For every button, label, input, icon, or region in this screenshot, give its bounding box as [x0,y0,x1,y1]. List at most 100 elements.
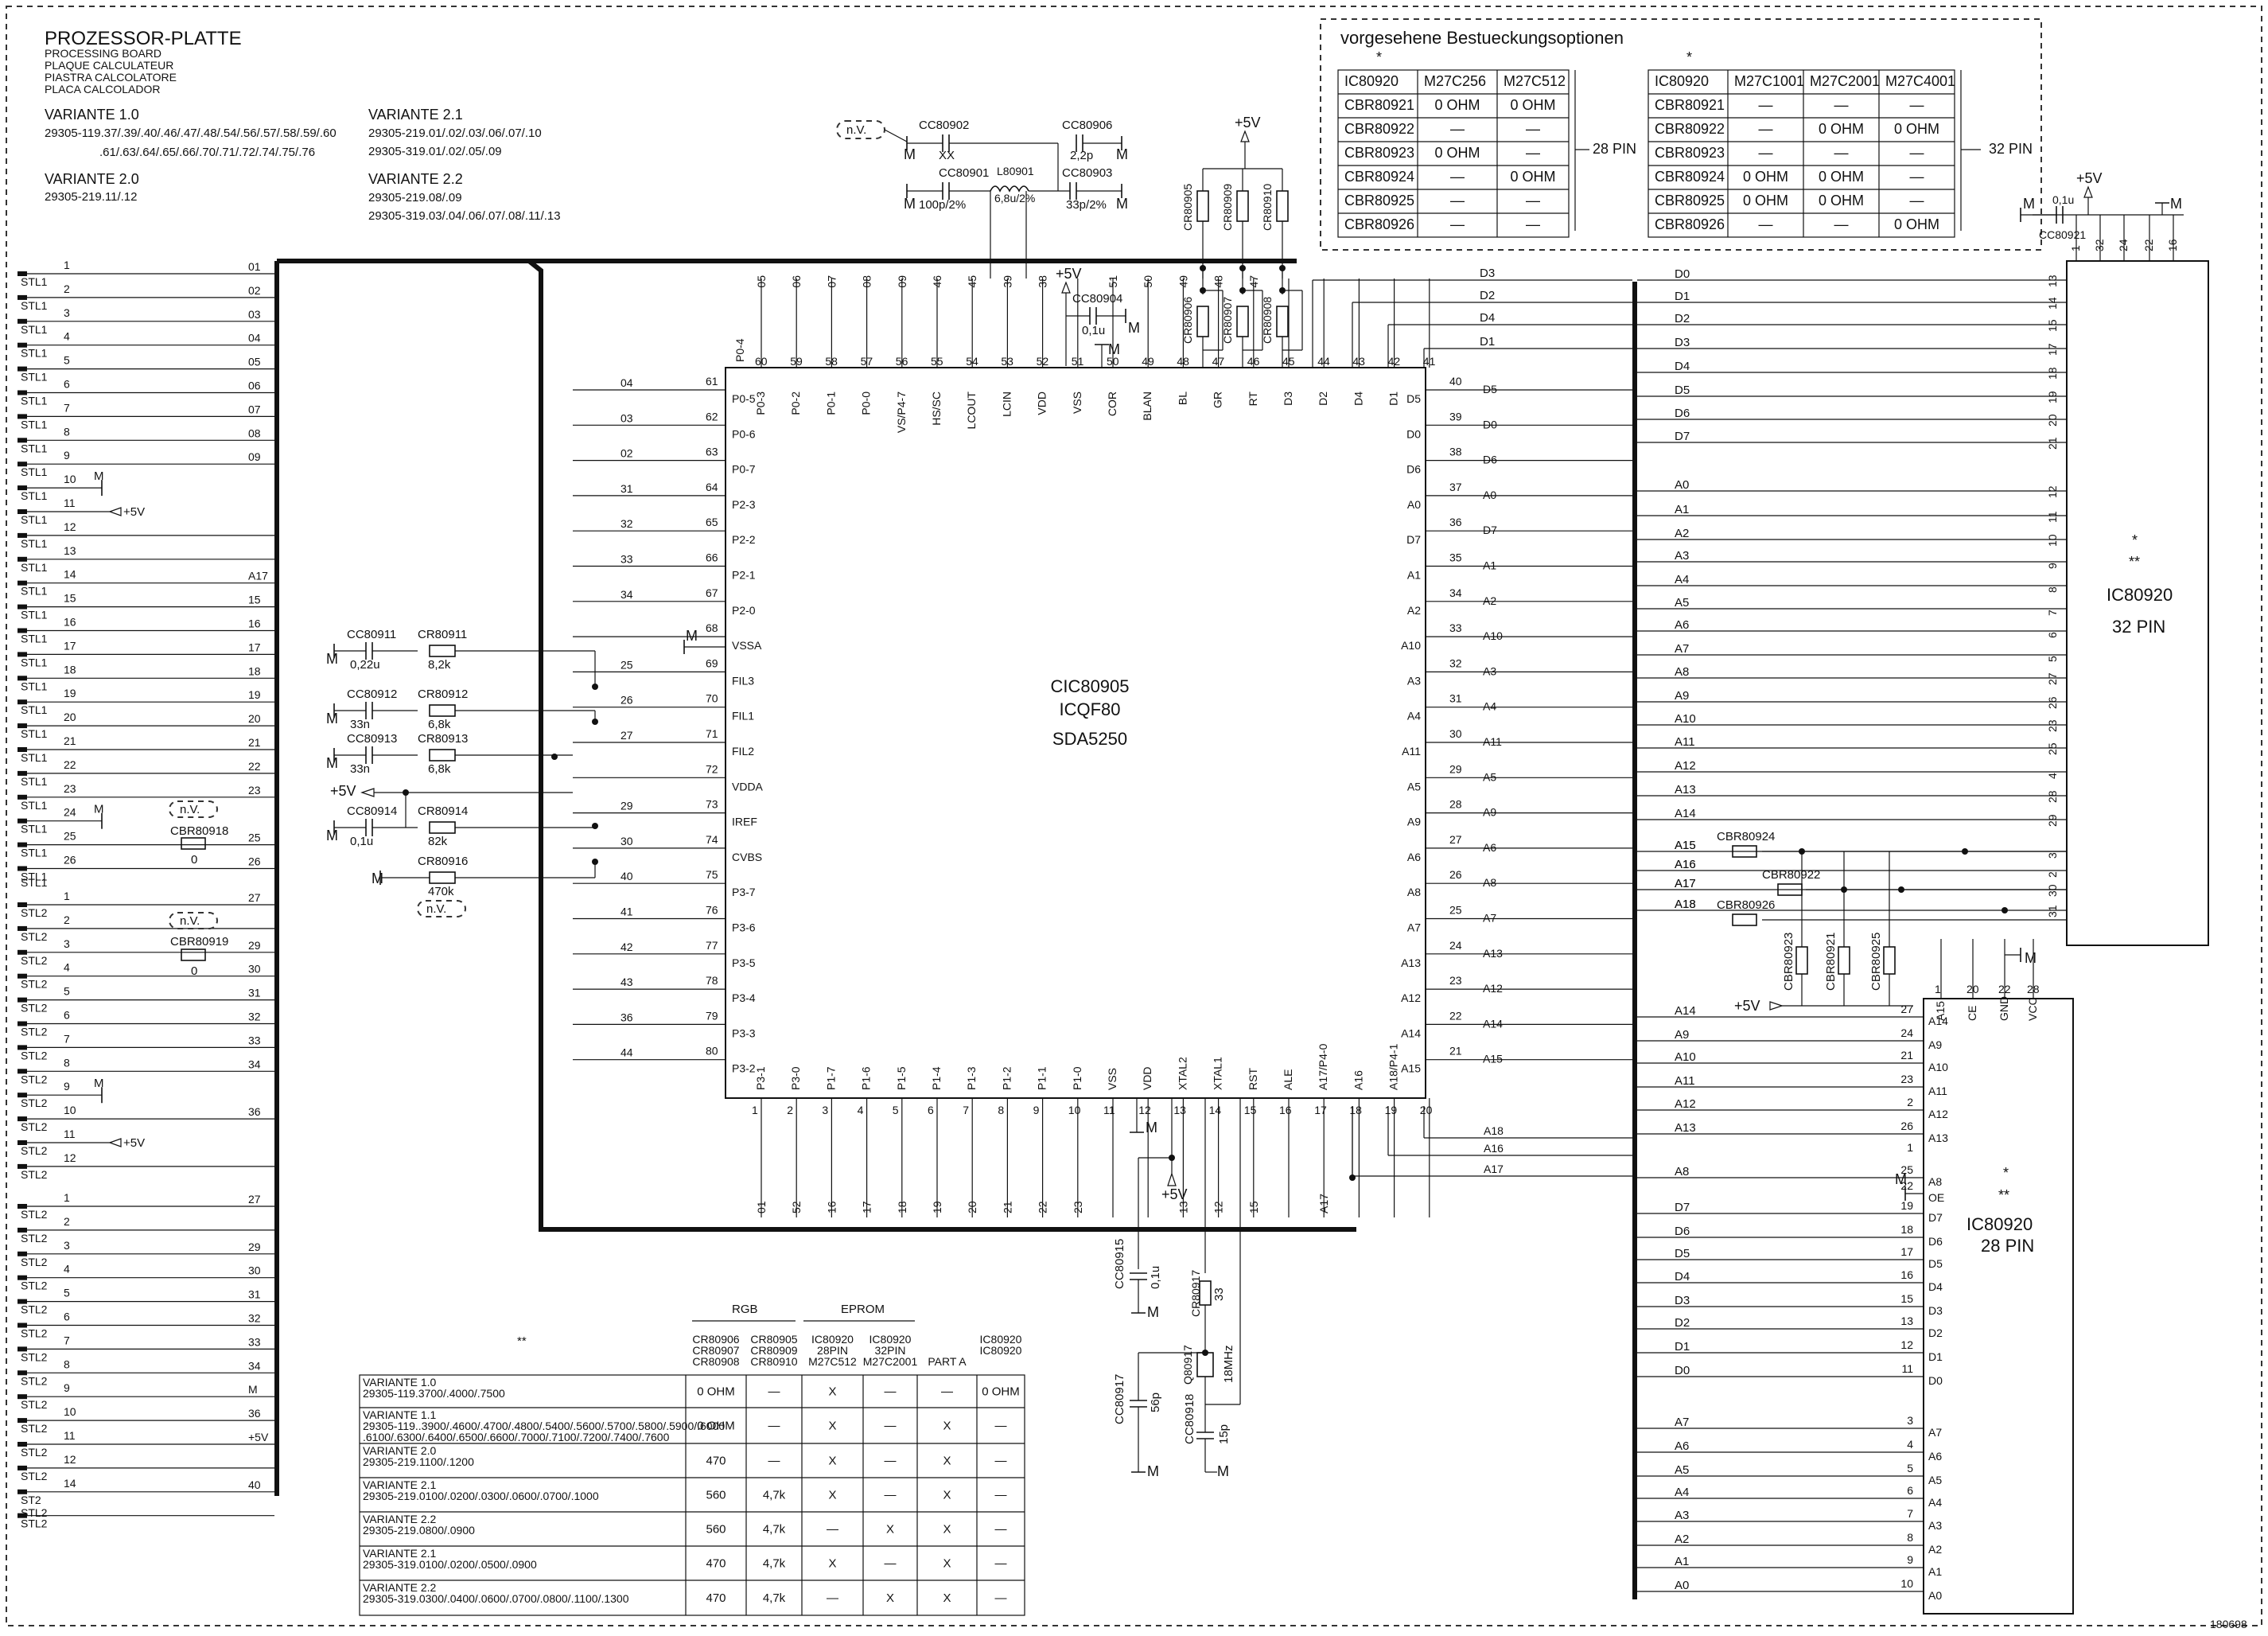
junction-dot [1200,265,1206,271]
table-variant-desc: 29305-119..3900/.4600/.4700/.4800/.5400/… [363,1420,725,1432]
connector-label: STL2 [21,954,48,967]
wire [884,129,908,142]
eprom-star: ** [1998,1187,2009,1203]
eprom-ref: IC80920 [1967,1214,2033,1234]
table-cell: CBR80924 [1655,169,1725,185]
connector-pin-number: 2 [64,282,70,295]
cpu-pins: 60P0-30559P0-20658P0-10757P0-00856VS/P4-… [573,267,1632,1217]
table-cell: — [1834,97,1849,113]
cpu-net-label: A2 [1483,594,1496,607]
nv-label: n.V. [426,902,446,916]
connector-label: STL2 [21,1097,48,1109]
options-title: vorgesehene Bestueckungsoptionen [1340,28,1624,48]
eprom-pin-number: 5 [1907,1462,1913,1474]
table-cell: CBR80925 [1344,193,1414,208]
capacitor-cc80911 [365,642,373,660]
connector-pin-marker [18,294,27,300]
cpu-pin-number: 80 [706,1045,718,1058]
eprom-net: A9 [1675,1028,1689,1042]
cpu-pin-number: 47 [1212,355,1225,368]
eprom-pin-name: D7 [1928,1211,1943,1224]
capacitor-ref: CC80913 [347,732,397,746]
cpu-pin-number: 65 [706,516,718,528]
connector-label: STL1 [21,585,48,598]
supply-label: +5V [1235,115,1261,130]
table-frame [1648,69,1955,238]
resistor-ref: CR80911 [418,628,467,641]
cpu-pin-number: 31 [1449,692,1462,705]
eprom-pin-name: A15 [1934,1001,1947,1021]
cpu-net-label: 22 [1037,1201,1049,1213]
connector-pin-number: 6 [64,1311,70,1323]
cpu-net-label: 31 [620,482,633,495]
cpu-pin-number: 46 [1247,355,1260,368]
eprom-net: A0 [1675,1579,1689,1592]
eprom-net: A3 [1675,1509,1689,1522]
cpu-pin-number: 23 [1449,974,1462,987]
eprom-star: ** [2129,554,2140,570]
cpu-pin-name: VSS [1071,391,1083,414]
table-col-head: 32PIN [875,1344,906,1357]
ground-label: M [904,146,916,162]
cpu-net-label: 07 [825,275,838,288]
eprom-pin-number: 18 [2046,367,2059,380]
table-header: M27C256 [1424,73,1486,89]
cpu-net-label: 15 [1247,1201,1260,1213]
connector-net: M [248,1383,258,1396]
table-cell: — [885,1420,897,1433]
table-cell: CBR80921 [1655,97,1725,113]
cpu-pin-name: A18/P4-1 [1387,1043,1400,1090]
supply-label: +5V [2076,170,2103,186]
cpu-pin-name: A8 [1407,886,1421,898]
table-frame [359,1374,1025,1616]
supply-label: +5V [123,505,145,519]
capacitor-value: 100p/2% [919,198,966,212]
connector-pin-marker [18,1275,27,1280]
resistor-value: 33 [1212,1287,1226,1301]
inductor-l80901 [990,185,1029,193]
eprom-pin-name: A7 [1928,1426,1942,1439]
table-cell: — [768,1455,780,1468]
table-cell: 0 OHM [1819,169,1864,185]
connector-net: 34 [248,1359,261,1372]
cpu-pin-name: A10 [1401,639,1421,652]
cpu-net-label: D7 [1483,524,1497,536]
crystal-q80917 [1196,1352,1214,1377]
eprom-pin-name: A12 [1928,1108,1948,1120]
eprom-net: D5 [1675,384,1690,397]
cpu-pin-name: RT [1247,391,1259,407]
cpu-net-label: 26 [620,694,633,707]
eprom-pin-number: 7 [1907,1507,1913,1520]
cpu-pin-number: 18 [1349,1104,1362,1116]
ground-label: M [1116,146,1128,162]
cbr-ref: CBR80922 [1762,868,1820,882]
connector-label: STL1 [21,537,48,550]
table-cell: — [1910,169,1924,185]
connector-pin-number: 5 [64,985,70,998]
connector-label: STL1 [21,847,48,859]
connector-label: STL1 [21,609,48,621]
capacitor-ref: CC80918 [1183,1394,1196,1444]
table-cell: 0 OHM [697,1420,735,1433]
connector-label: STL2 [21,1168,48,1181]
connector-pin-number: 14 [64,1477,76,1490]
cpu-net-label: 01 [755,1201,768,1213]
connector-pin-number: 7 [64,401,70,414]
cpu-pin-number: 61 [706,375,718,388]
cpu-pin-name: P2-3 [732,498,756,511]
connector-label: STL2 [21,1422,48,1435]
cpu-pin-name: VDDA [732,780,764,793]
connector-pin-number: 26 [64,854,76,867]
cbr-ref: CBR80925 [1869,933,1883,991]
options-28pin-label: 28 PIN [1593,141,1636,157]
connector-label: STL2 [21,1144,48,1157]
resistor-ref: CR80917 [1189,1270,1202,1317]
cpu-net-label: D0 [1483,418,1497,430]
ground-label: M [2025,950,2037,966]
supply-arrow [108,507,122,516]
cpu-pin-name: LCOUT [965,391,978,430]
page-border [6,6,2262,1626]
table-group: RGB [732,1303,758,1316]
subtitle-3: PIASTRA CALCOLATORE [45,71,177,84]
